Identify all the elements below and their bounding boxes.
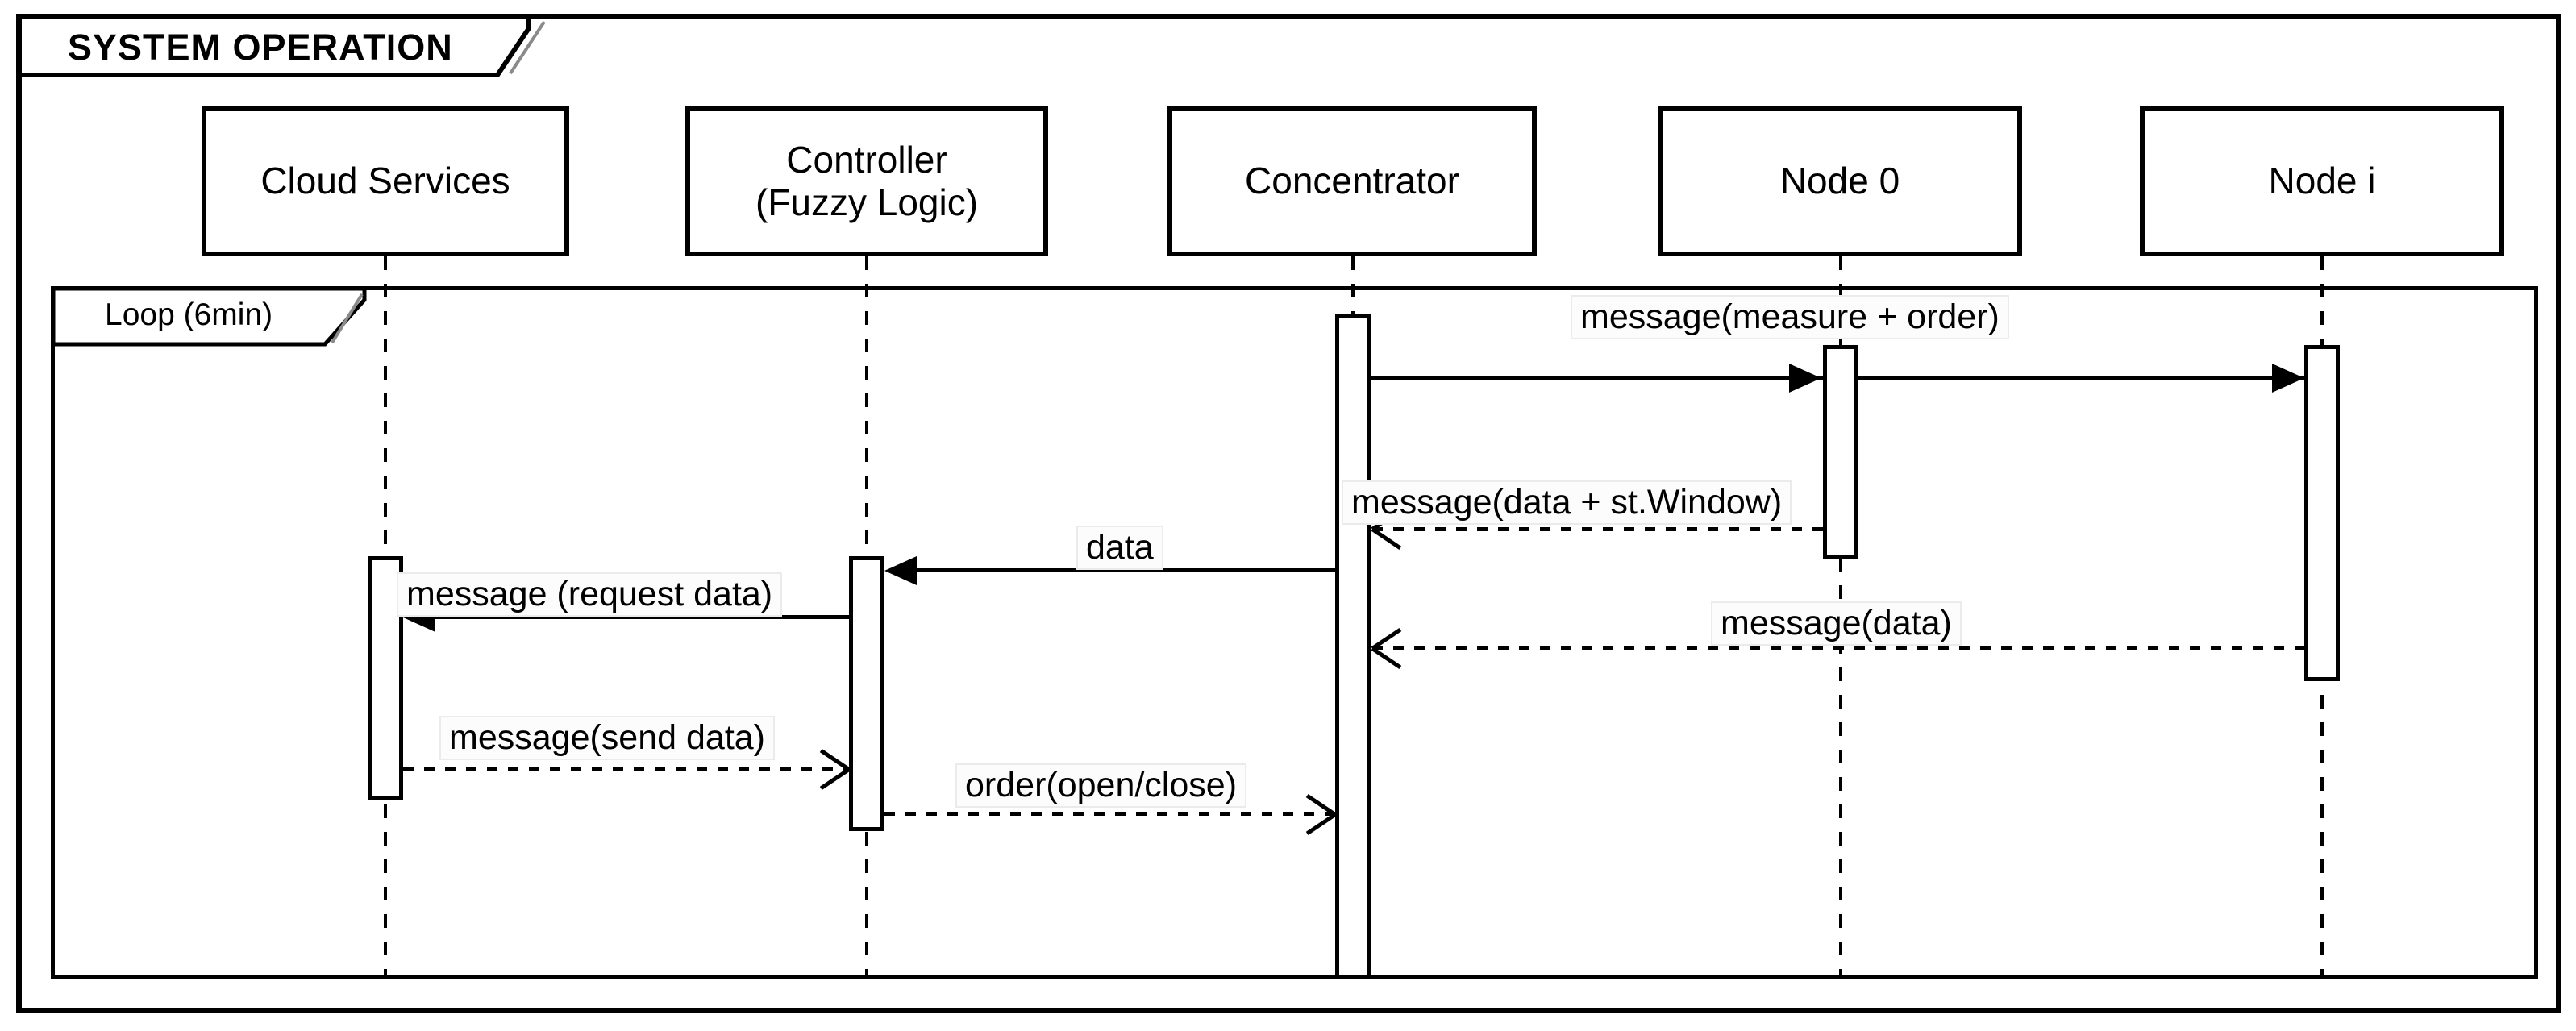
message-label-node-i-data: message(data) bbox=[1711, 601, 1962, 646]
participant-controller: Controller (Fuzzy Logic) bbox=[685, 106, 1048, 256]
loop-label: Loop (6min) bbox=[105, 297, 273, 332]
participant-label: Concentrator bbox=[1245, 160, 1459, 202]
chevron-leg bbox=[1371, 526, 1402, 550]
activation-concentrator bbox=[1335, 314, 1371, 979]
participant-sublabel: (Fuzzy Logic) bbox=[755, 181, 979, 223]
chevron-leg bbox=[1371, 646, 1402, 669]
chevron-leg bbox=[1305, 793, 1337, 817]
message-label-request-data: message (request data) bbox=[397, 572, 783, 617]
message-label-measure-order: message(measure + order) bbox=[1571, 295, 2009, 340]
message-line-order-open-close bbox=[884, 812, 1335, 816]
participant-concentrator: Concentrator bbox=[1167, 106, 1537, 256]
arrowhead-filled-right-node-i-icon bbox=[2272, 364, 2304, 393]
arrowhead-open-right-concentrator-icon bbox=[1301, 793, 1337, 835]
diagram-title: SYSTEM OPERATION bbox=[68, 27, 453, 68]
chevron-leg bbox=[819, 748, 851, 771]
participant-label: Cloud Services bbox=[260, 160, 510, 202]
message-label-data-stwindow: message(data + st.Window) bbox=[1342, 480, 1792, 526]
message-line-data bbox=[917, 568, 1335, 572]
chevron-leg bbox=[819, 767, 851, 790]
arrowhead-filled-right-node-0-icon bbox=[1789, 364, 1821, 393]
arrowhead-filled-left-controller-icon bbox=[884, 556, 917, 585]
participant-label: Node i bbox=[2268, 160, 2376, 202]
chevron-leg bbox=[1371, 627, 1402, 651]
activation-node-0 bbox=[1823, 345, 1858, 559]
participant-cloud-services: Cloud Services bbox=[202, 106, 569, 256]
message-line-send-data bbox=[403, 767, 849, 771]
participant-label: Node 0 bbox=[1779, 160, 1900, 202]
arrowhead-open-right-controller-icon bbox=[815, 748, 851, 790]
participant-node-i: Node i bbox=[2140, 106, 2504, 256]
participant-node-0: Node 0 bbox=[1658, 106, 2022, 256]
chevron-leg bbox=[1305, 812, 1337, 835]
message-label-send-data: message(send data) bbox=[439, 716, 775, 761]
message-line-data-stwindow bbox=[1372, 527, 1823, 531]
message-label-order-open-close: order(open/close) bbox=[955, 763, 1247, 809]
arrowhead-open-left-concentrator-2-icon bbox=[1371, 627, 1406, 669]
message-label-data: data bbox=[1076, 526, 1163, 571]
activation-node-i bbox=[2304, 345, 2340, 681]
message-line-request-data bbox=[435, 615, 849, 619]
activation-controller bbox=[849, 556, 884, 831]
participant-label: Controller bbox=[786, 138, 947, 181]
message-line-node-i-data bbox=[1372, 646, 2304, 650]
